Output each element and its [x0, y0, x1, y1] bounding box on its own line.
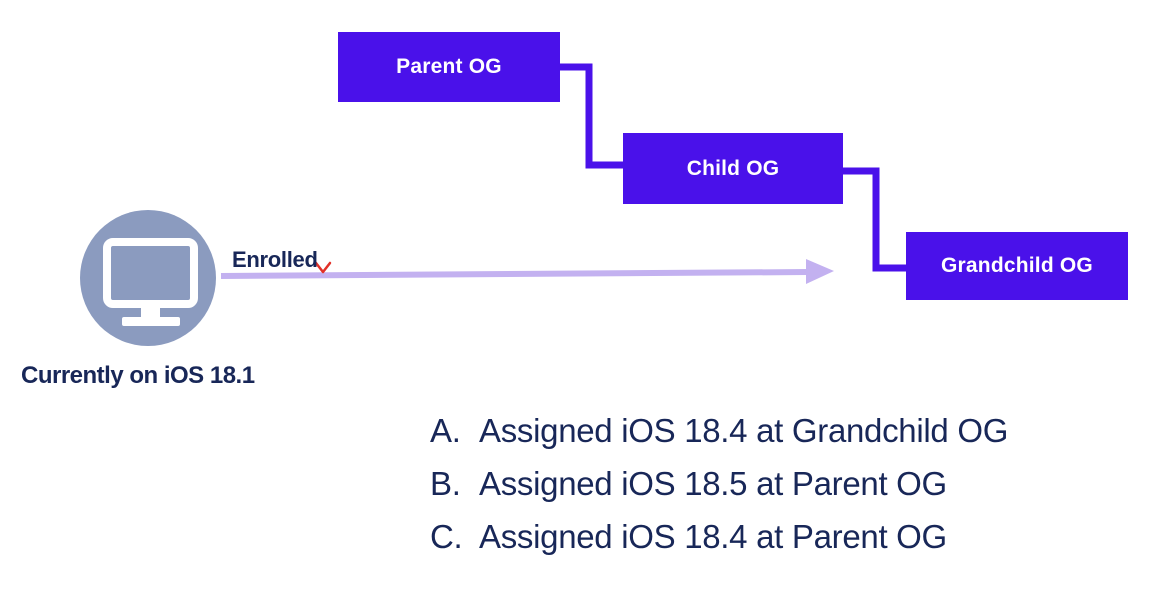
desktop-monitor-icon	[103, 238, 198, 326]
option-b-letter: B.	[430, 465, 461, 502]
option-a-text: Assigned iOS 18.4 at Grandchild OG	[479, 412, 1009, 449]
option-c-letter: C.	[430, 518, 463, 555]
device-badge	[80, 210, 216, 346]
option-b: B. Assigned iOS 18.5 at Parent OG	[430, 457, 1008, 510]
red-check-caret-icon	[314, 261, 332, 274]
node-child-og-label: Child OG	[686, 156, 780, 180]
option-c: C. Assigned iOS 18.4 at Parent OG	[430, 510, 1008, 563]
connector-parent-to-child	[559, 63, 624, 169]
monitor-screen	[103, 238, 198, 308]
node-grandchild-og-label: Grandchild OG	[941, 254, 1093, 277]
node-parent-og: Parent OG	[338, 32, 560, 102]
connector-child-to-grandchild	[842, 167, 907, 272]
option-b-text: Assigned iOS 18.5 at Parent OG	[479, 465, 947, 502]
option-a-letter: A.	[430, 412, 461, 449]
option-a: A. Assigned iOS 18.4 at Grandchild OG	[430, 404, 1008, 457]
monitor-base	[122, 317, 180, 326]
node-child-og: Child OG	[623, 133, 843, 204]
node-parent-og-label: Parent OG	[396, 55, 502, 78]
enrollment-arrowhead	[806, 259, 834, 284]
option-c-text: Assigned iOS 18.4 at Parent OG	[479, 518, 947, 555]
node-grandchild-og: Grandchild OG	[906, 232, 1128, 300]
monitor-neck	[141, 304, 160, 317]
enrolled-label: Enrolled	[232, 247, 318, 272]
answer-options-list: A. Assigned iOS 18.4 at Grandchild OG B.…	[430, 404, 1008, 563]
device-os-caption: Currently on iOS 18.1	[21, 362, 255, 389]
